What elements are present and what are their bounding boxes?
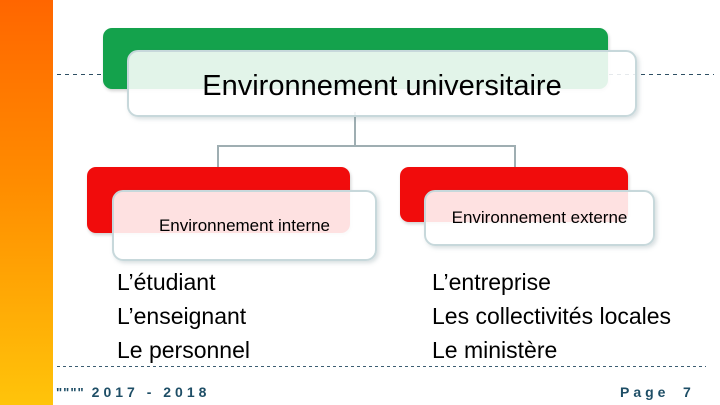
connector-left-stub <box>217 145 219 169</box>
external-branch-box: Environnement externe <box>424 190 655 246</box>
footer-date: 2017 - 2018 <box>91 384 211 400</box>
slide-title: Environnement universitaire <box>202 70 562 102</box>
connector-title-stub <box>354 112 356 147</box>
list-item: Le ministère <box>432 337 558 363</box>
internal-item-list: L’étudiant L’enseignant Le personnel <box>117 265 250 367</box>
footer-page-number: 7 <box>683 384 691 400</box>
title-box: Environnement universitaire <box>127 50 637 117</box>
list-item: Les collectivités locales <box>432 303 672 329</box>
external-item-list: L’entreprise Les collectivités locales L… <box>432 265 671 367</box>
list-item: Le personnel <box>117 337 250 363</box>
footer-left: """" 2017 - 2018 <box>56 384 210 400</box>
connector-horizontal <box>217 145 516 147</box>
footer-dashed-line <box>57 366 706 367</box>
internal-branch-label: Environnement interne <box>158 215 331 235</box>
list-item: L’étudiant <box>117 269 216 295</box>
footer-quote-marks: """" <box>56 385 85 400</box>
external-branch-label: Environnement externe <box>451 208 628 227</box>
footer-page-label: Page <box>620 384 670 400</box>
list-item: L’enseignant <box>117 303 247 329</box>
left-accent-bar <box>0 0 53 405</box>
connector-right-stub <box>514 145 516 169</box>
internal-branch-box: Environnement interne <box>112 190 377 261</box>
list-item: L’entreprise <box>432 269 551 295</box>
